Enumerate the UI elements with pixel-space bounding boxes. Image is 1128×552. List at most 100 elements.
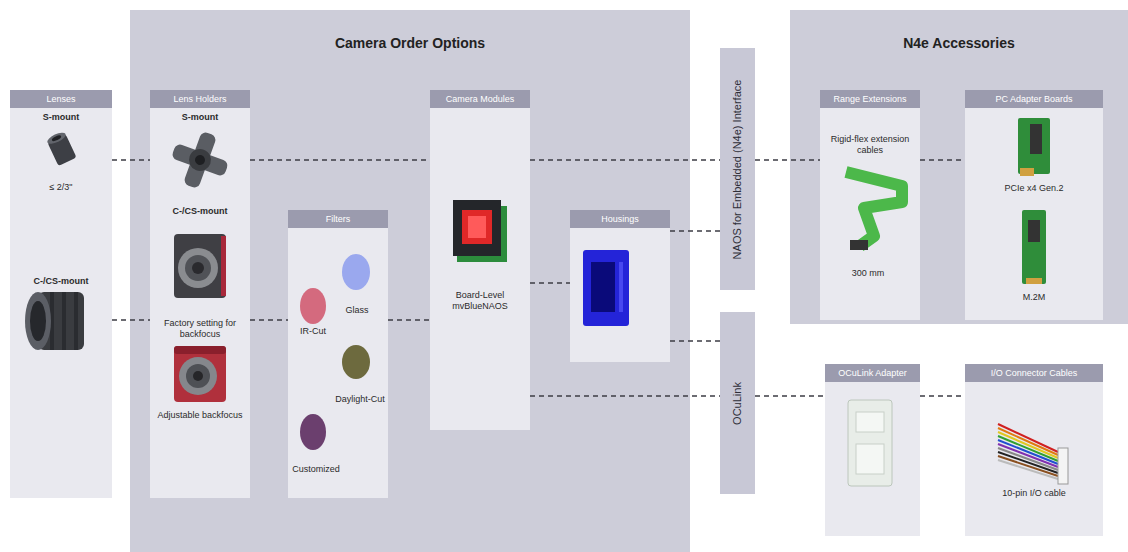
- pcie-adapter-board: [1030, 124, 1042, 154]
- dashed-connector: [920, 159, 965, 161]
- text-slot: ≤ 2/3": [16, 182, 106, 193]
- io-cable: [998, 448, 1058, 470]
- text-slot: M.2M: [972, 292, 1096, 303]
- item-label: M.2M: [972, 292, 1096, 303]
- text-slot: Rigid-flex extension cables: [830, 134, 910, 156]
- dashed-connector: [670, 340, 720, 342]
- housing: [591, 262, 615, 312]
- text-slot: Glass: [332, 305, 382, 316]
- category-panel: Lens HoldersS-mountC-/CS-mountFactory se…: [150, 90, 250, 498]
- factory-backfocus-holder: [174, 234, 226, 298]
- oculink-adapter: [848, 400, 892, 486]
- category-panel: FiltersGlassIR-CutDaylight-CutCustomized: [288, 210, 388, 498]
- adjustable-backfocus-holder: [174, 346, 226, 402]
- s-mount-holder: [164, 124, 236, 196]
- factory-backfocus-holder: [185, 255, 211, 281]
- interface-label: NAOS for Embedded (N4e) Interface: [731, 79, 744, 259]
- panel-header: OCuLink Adapter: [825, 364, 920, 382]
- glass-filter: [342, 254, 370, 290]
- panel-header: Range Extensions: [820, 90, 920, 108]
- item-label: Rigid-flex extension cables: [830, 134, 910, 156]
- s-mount-holder: [194, 154, 207, 167]
- item-label: Adjustable backfocus: [152, 410, 248, 421]
- dashed-connector: [112, 319, 150, 321]
- category-panel: Camera ModulesBoard-Level mvBlueNAOS: [430, 90, 530, 430]
- camera-module: [453, 200, 501, 256]
- c-mount-lens: [74, 292, 78, 350]
- c-mount-lens: [38, 292, 84, 350]
- adjustable-backfocus-holder: [179, 357, 217, 395]
- dashed-connector: [755, 395, 825, 397]
- pcie-adapter-board: [1018, 118, 1050, 176]
- item-label: Glass: [332, 305, 382, 316]
- glass-filter: [342, 254, 370, 290]
- interface-band: OCuLink: [720, 312, 755, 494]
- dashed-connector: [530, 282, 570, 284]
- camera-module: [453, 200, 507, 262]
- category-panel: LensesS-mount ≤ 2/3" C-/CS-mount: [10, 90, 112, 498]
- item-label: Customized: [288, 464, 344, 475]
- panel-header: I/O Connector Cables: [965, 364, 1103, 382]
- ir-cut-filter: [300, 288, 326, 324]
- c-mount-lens: [25, 292, 51, 350]
- dashed-connector: [250, 159, 430, 161]
- item-label: Board-Level mvBlueNAOS: [435, 290, 525, 312]
- group-panel: N4e AccessoriesRange ExtensionsRigid-fle…: [790, 10, 1128, 324]
- text-slot: Lenses: [10, 90, 112, 108]
- c-mount-lens: [25, 292, 84, 350]
- panel-header: PC Adapter Boards: [965, 90, 1103, 108]
- camera-module: [468, 216, 486, 238]
- item-label: 10-pin I/O cable: [972, 488, 1096, 499]
- item-label: C-/CS-mount: [13, 276, 109, 287]
- camera-module: [462, 210, 492, 244]
- rigid-flex-cable: [846, 172, 902, 246]
- dashed-connector: [755, 159, 820, 161]
- pcie-adapter-board: [1018, 118, 1050, 174]
- text-slot: Filters: [288, 210, 388, 228]
- text-slot: Adjustable backfocus: [152, 410, 248, 421]
- dashed-connector: [388, 319, 430, 321]
- text-slot: C-/CS-mount: [155, 206, 245, 217]
- group-panel: Camera Order OptionsLens HoldersS-mountC…: [130, 10, 690, 552]
- rigid-flex-cable: [850, 240, 868, 250]
- text-slot: Customized: [288, 464, 344, 475]
- daylight-cut-filter: [342, 345, 370, 379]
- text-slot: S-mount: [16, 112, 106, 123]
- dashed-connector: [670, 230, 720, 232]
- io-cable: [998, 456, 1058, 476]
- text-slot: I/O Connector Cables: [965, 364, 1103, 382]
- io-cable: [998, 432, 1058, 458]
- dashed-connector: [112, 159, 150, 161]
- item-label: 300 mm: [828, 268, 908, 279]
- item-label: Daylight-Cut: [332, 394, 388, 405]
- pcie-adapter-board: [1020, 168, 1034, 176]
- text-slot: Camera Order Options: [130, 34, 690, 52]
- s-mount-lens: [47, 134, 76, 166]
- s-mount-lens: [46, 130, 77, 166]
- s-mount-holder: [183, 131, 217, 189]
- oculink-adapter: [856, 412, 884, 432]
- text-slot: Camera Modules: [430, 90, 530, 108]
- s-mount-holder: [171, 143, 229, 177]
- camera-module: [457, 206, 507, 262]
- io-cable: [998, 452, 1058, 473]
- m2-adapter-board: [1022, 210, 1046, 284]
- text-slot: PCIe x4 Gen.2: [972, 183, 1096, 194]
- text-slot: Lens Holders: [150, 90, 250, 108]
- c-mount-lens: [50, 292, 54, 350]
- interface-label: OCuLink: [731, 382, 744, 425]
- item-label: PCIe x4 Gen.2: [972, 183, 1096, 194]
- item-label: C-/CS-mount: [155, 206, 245, 217]
- text-slot: 10-pin I/O cable: [972, 488, 1096, 499]
- factory-backfocus-holder: [192, 262, 204, 274]
- io-cable: [998, 436, 1058, 461]
- item-label: S-mount: [16, 112, 106, 123]
- category-panel: Range ExtensionsRigid-flex extension cab…: [820, 90, 920, 320]
- m2-adapter-board: [1022, 210, 1046, 284]
- text-slot: Range Extensions: [820, 90, 920, 108]
- dashed-connector: [250, 319, 288, 321]
- item-label: ≤ 2/3": [16, 182, 106, 193]
- interface-band: NAOS for Embedded (N4e) Interface: [720, 48, 755, 290]
